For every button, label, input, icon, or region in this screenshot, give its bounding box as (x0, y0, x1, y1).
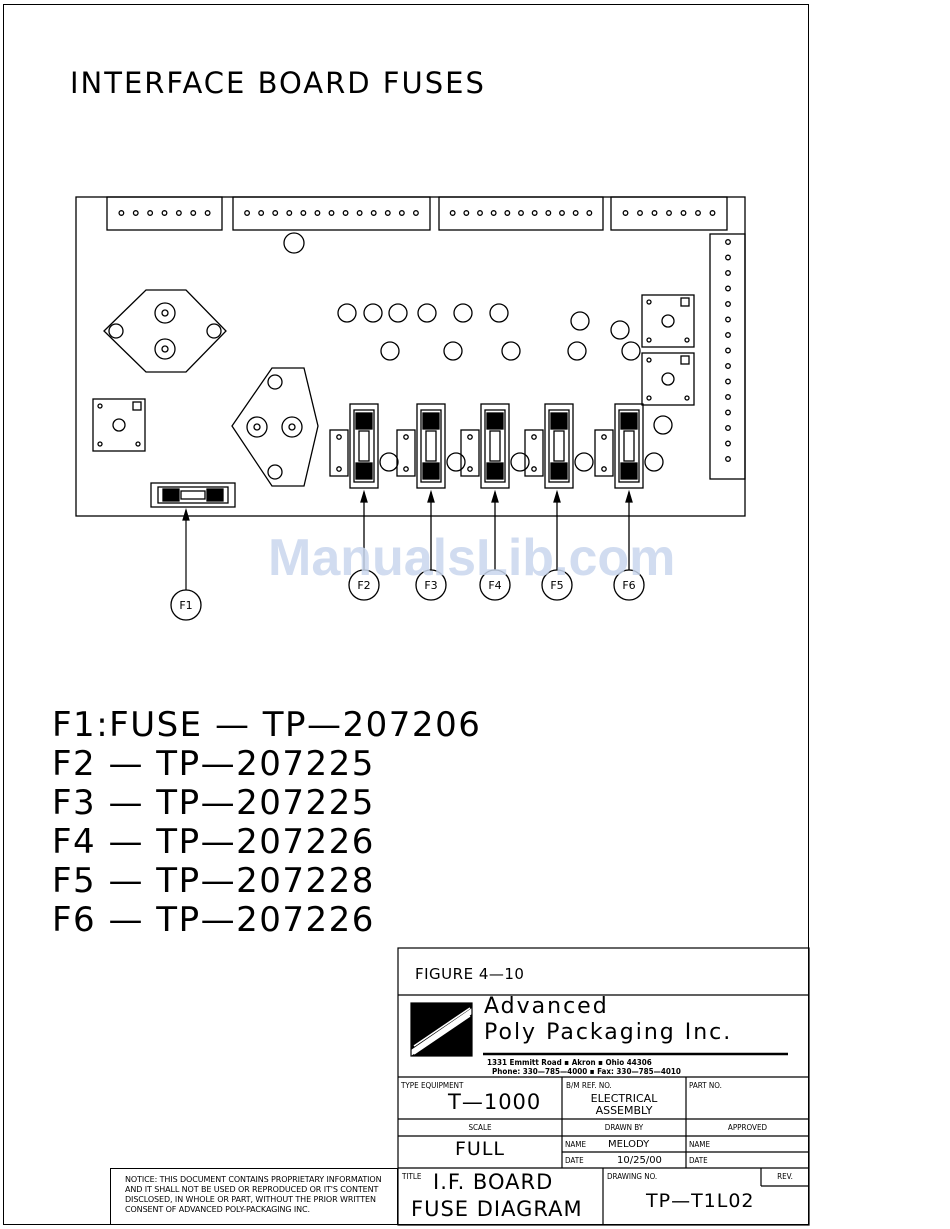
bm-ref-value-1: ELECTRICAL (590, 1092, 658, 1105)
approved-label: APPROVED (727, 1123, 768, 1132)
part-no-label: PART NO. (689, 1081, 722, 1090)
svg-text:F4: F4 (488, 579, 501, 592)
title-value-line1: I.F. BOARD (433, 1170, 554, 1194)
fuse-f6 (594, 403, 664, 489)
drawing-no-label: DRAWING NO. (607, 1172, 658, 1181)
top-connector-1 (106, 196, 223, 231)
connector-pins (118, 210, 211, 216)
fuse-f1 (150, 482, 236, 508)
fuse-f5 (524, 403, 594, 489)
callout-f6: F6 (613, 569, 645, 601)
leader-lines (182, 507, 190, 592)
connector-pins (449, 210, 593, 216)
parts-list-item: F6 — TP—207226 (52, 900, 375, 940)
component-circle (283, 232, 305, 254)
company-logo-mark (411, 1003, 472, 1056)
drawn-by-name: MELODY (608, 1139, 650, 1150)
fuse-f2 (329, 403, 399, 489)
rev-label: REV. (777, 1172, 793, 1181)
callout-f3: F3 (415, 569, 447, 601)
type-equipment-value: T—1000 (448, 1090, 542, 1114)
parts-list-item: F1:FUSE — TP—207206 (52, 705, 482, 745)
svg-text:F2: F2 (357, 579, 370, 592)
right-connector (709, 233, 746, 480)
title-value-line2: FUSE DIAGRAM (411, 1197, 583, 1221)
name-label: NAME (565, 1140, 587, 1149)
proprietary-notice: NOTICE: THIS DOCUMENT CONTAINS PROPRIETA… (110, 1168, 398, 1225)
top-connector-2 (232, 196, 431, 231)
square-component-right-2 (641, 352, 695, 406)
svg-text:F5: F5 (550, 579, 563, 592)
fuse-f4 (460, 403, 530, 489)
bm-ref-label: B/M REF. NO. (566, 1081, 612, 1090)
scale-label: SCALE (468, 1123, 492, 1132)
drawing-no-value: TP—T1L02 (646, 1190, 755, 1212)
company-phone: Phone: 330—785—4000 ▪ Fax: 330—785—4010 (492, 1067, 681, 1076)
parts-list-item: F5 — TP—207228 (52, 861, 375, 901)
parts-list: F1:FUSE — TP—207206 F2 — TP—207225 F3 — … (52, 706, 481, 940)
parts-list-item: F2 — TP—207225 (52, 744, 375, 784)
callout-f5: F5 (541, 569, 573, 601)
top-connector-4 (610, 196, 728, 231)
company-name-line2: Poly Packaging Inc. (484, 1020, 733, 1045)
square-component-right-1 (641, 294, 695, 348)
drawing-title: INTERFACE BOARD FUSES (70, 66, 486, 100)
connector-pins (622, 210, 716, 216)
svg-text:F3: F3 (424, 579, 437, 592)
title-label: TITLE (402, 1172, 422, 1181)
connector-pins (725, 239, 731, 462)
fuse-f3 (396, 403, 466, 489)
company-address: 1331 Emmitt Road ▪ Akron ▪ Ohio 44306 (487, 1058, 652, 1067)
parts-list-item: F4 — TP—207226 (52, 822, 375, 862)
callout-f2: F2 (348, 569, 380, 601)
approved-date-label: DATE (689, 1156, 708, 1165)
parts-list-item: F3 — TP—207225 (52, 783, 375, 823)
bm-ref-value-2: ASSEMBLY (595, 1104, 653, 1117)
company-name-line1: Advanced (484, 994, 609, 1019)
to3-regulator-1 (103, 289, 227, 373)
svg-text:F1: F1 (179, 599, 192, 612)
capacitor-row-bottom (380, 341, 673, 435)
to3-regulator-2 (231, 367, 319, 487)
svg-text:F6: F6 (622, 579, 635, 592)
top-connector-3 (438, 196, 604, 231)
drawn-by-label: DRAWN BY (604, 1123, 644, 1132)
figure-label: FIGURE 4—10 (415, 965, 525, 983)
watermark: ManualsLib.com (268, 529, 676, 587)
callout-f1: F1 (170, 589, 202, 621)
scale-value: FULL (454, 1138, 505, 1160)
callout-f4: F4 (479, 569, 511, 601)
approved-name-label: NAME (689, 1140, 711, 1149)
connector-pins (244, 210, 419, 216)
drawn-date: 10/25/00 (617, 1155, 662, 1166)
type-equipment-label: TYPE EQUIPMENT (401, 1081, 464, 1090)
capacitor-row-top (337, 303, 630, 340)
date-label: DATE (565, 1156, 584, 1165)
square-component-left (92, 398, 146, 452)
